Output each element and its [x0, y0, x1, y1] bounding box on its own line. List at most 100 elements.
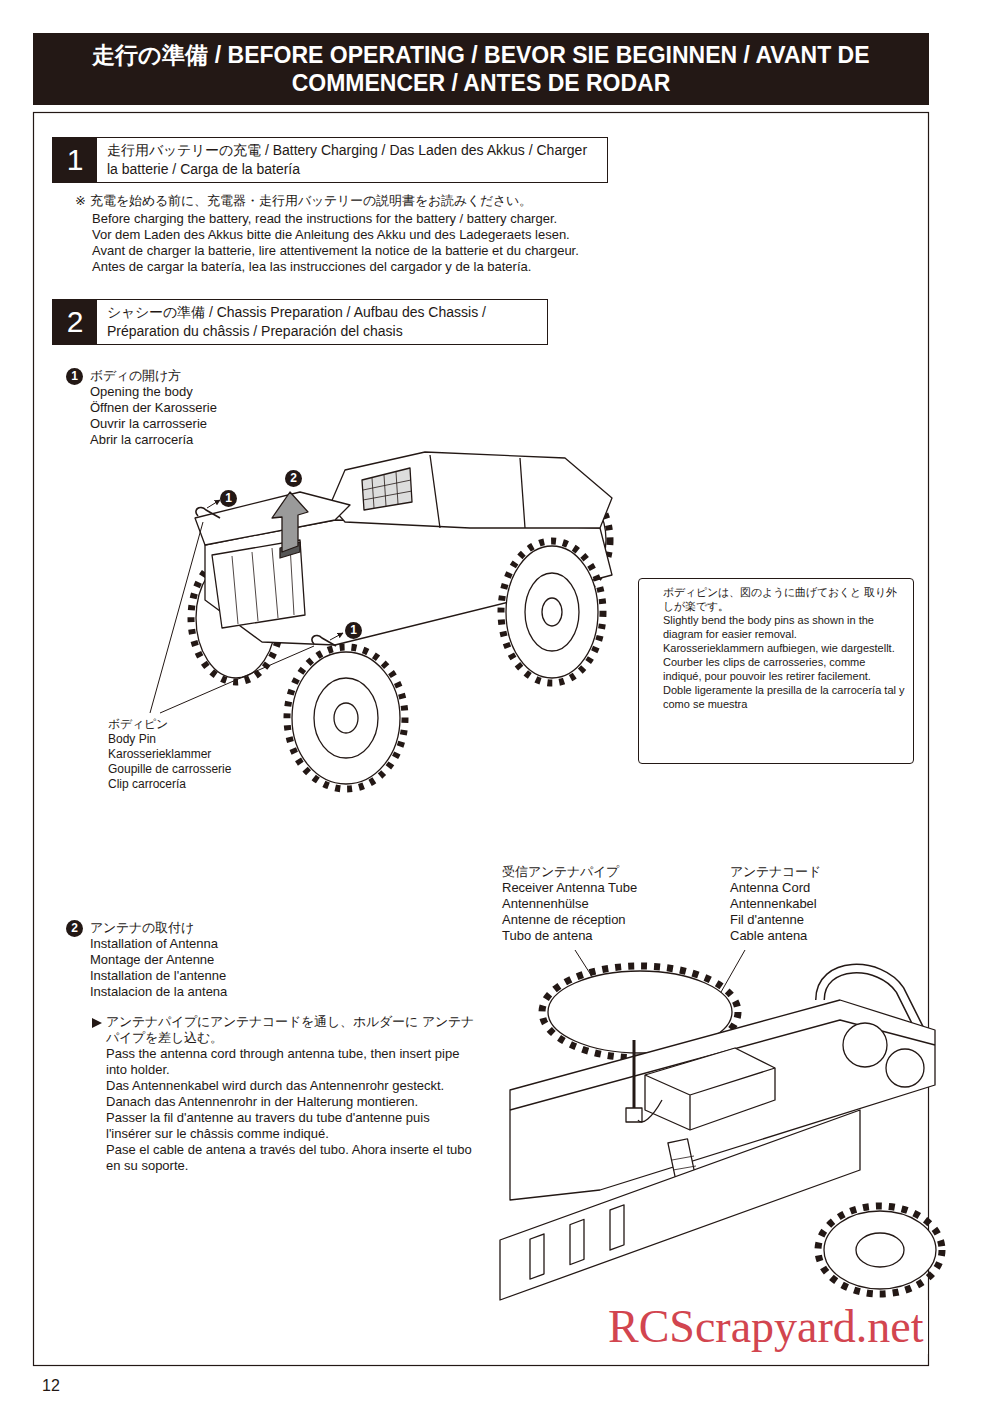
- sub-heading: Abrir la carrocería: [90, 432, 193, 448]
- sub-heading: Installation of Antenna: [90, 936, 218, 952]
- page-title: 走行の準備 / BEFORE OPERATING / BEVOR SIE BEG…: [33, 33, 929, 105]
- truck-drawing: [506, 546, 598, 678]
- chassis-drawing: [638, 1100, 662, 1122]
- note-text: ボディピンは、図のように曲げておくと 取り外しが楽です。: [663, 585, 905, 613]
- callout-number: 1: [220, 490, 237, 507]
- note-text: Courber les clips de carrosseries, comme…: [663, 655, 905, 683]
- leader-lines: [664, 950, 745, 1092]
- truck-drawing: [501, 541, 603, 683]
- page-frame: [34, 113, 929, 1366]
- truck-drawing: [314, 678, 378, 758]
- note-text: Karosserieklammern aufbiegen, wie darges…: [663, 641, 905, 655]
- chassis-drawing: [645, 1048, 775, 1130]
- chassis-drawing: [843, 1023, 887, 1067]
- watermark: RCScrapyard.net: [604, 1300, 928, 1354]
- note-text: Avant de charger la batterie, lire atten…: [92, 243, 579, 259]
- chassis-drawing: [510, 1000, 935, 1200]
- truck-drawing: [525, 573, 579, 651]
- instruction-arrow: [92, 1018, 102, 1028]
- truck-drawing: [191, 452, 612, 789]
- truck-drawing: [195, 492, 350, 545]
- leader-lines: [330, 633, 343, 640]
- truck-drawing: [280, 542, 300, 558]
- chassis-drawing: [824, 1211, 936, 1289]
- sub-heading: ボディの開け方: [90, 368, 181, 384]
- instruction-text: Passer la fil d'antenne au travers du tu…: [106, 1110, 476, 1142]
- chassis-drawing: [548, 971, 732, 1053]
- truck-drawing: [272, 492, 308, 552]
- part-label: ボディピン: [108, 717, 168, 732]
- instruction-text: アンテナパイプにアンテナコードを通し、ホルダーに アンテナパイプを差し込む。: [106, 1014, 476, 1046]
- chassis-drawing: [886, 1049, 924, 1087]
- leader-lines: [150, 522, 203, 713]
- truck-drawing: [526, 488, 606, 592]
- note-text: Before charging the battery, read the in…: [92, 211, 557, 227]
- step-box: 1走行用バッテリーの充電 / Battery Charging / Das La…: [52, 137, 608, 183]
- instruction-arrow: [92, 1018, 102, 1028]
- chassis-drawing: [530, 1234, 544, 1279]
- part-label: Antenna Cord: [730, 880, 810, 896]
- sub-heading: Instalacion de la antena: [90, 984, 227, 1000]
- truck-drawing: [522, 484, 610, 596]
- note-text: ※ 充電を始める前に、充電器・走行用バッテリーの説明書をお読みください。: [75, 193, 532, 209]
- part-label: Fil d'antenne: [730, 912, 804, 928]
- callout-number: 1: [66, 368, 83, 385]
- page-number: 12: [42, 1378, 60, 1394]
- sub-heading: Öffnen der Karosserie: [90, 400, 217, 416]
- step-number: 2: [53, 300, 97, 344]
- chassis-drawing: [633, 1040, 636, 1118]
- part-label: Body Pin: [108, 732, 156, 747]
- truck-drawing: [205, 520, 612, 645]
- truck-drawing: [196, 558, 276, 678]
- part-label: Tubo de antena: [502, 928, 593, 944]
- chassis-drawing: [610, 1205, 624, 1250]
- part-label: 受信アンテナパイプ: [502, 864, 619, 880]
- truck-drawing: [312, 636, 336, 646]
- leader-lines: [207, 500, 220, 508]
- chassis-drawing: [820, 969, 930, 1050]
- note-box: ボディピンは、図のように曲げておくと 取り外しが楽です。Slightly ben…: [638, 578, 914, 764]
- step-heading: 走行用バッテリーの充電 / Battery Charging / Das Lad…: [97, 138, 607, 182]
- truck-drawing: [292, 652, 400, 784]
- truck-drawing: [232, 545, 294, 624]
- truck-drawing: [191, 554, 281, 682]
- part-label: Antenne de réception: [502, 912, 626, 928]
- chassis-drawing: [672, 1156, 702, 1200]
- sub-heading: Ouvrir la carrosserie: [90, 416, 207, 432]
- step-heading: シャシーの準備 / Chassis Preparation / Aufbau d…: [97, 300, 547, 344]
- truck-drawing: [334, 703, 358, 733]
- chassis-drawing: [542, 966, 738, 1058]
- truck-drawing: [212, 540, 305, 628]
- note-text: Slightly bend the body pins as shown in …: [663, 613, 905, 641]
- sub-heading: アンテナの取付け: [90, 920, 194, 936]
- part-label: Antennenhülse: [502, 896, 589, 912]
- step-box: 2シャシーの準備 / Chassis Preparation / Aufbau …: [52, 299, 548, 345]
- truck-drawing: [196, 508, 220, 518]
- chassis-drawing: [818, 1206, 942, 1294]
- instruction-text: Pass the antenna cord through antenna tu…: [106, 1046, 476, 1078]
- truck-drawing: [363, 472, 412, 508]
- chassis-drawing: [856, 1233, 904, 1267]
- note-text: Vor dem Laden des Akkus bitte die Anleit…: [92, 227, 570, 243]
- truck-drawing: [330, 452, 612, 528]
- instruction-text: Das Antennenkabel wird durch das Antenne…: [106, 1078, 476, 1110]
- callout-number: 2: [66, 920, 83, 937]
- truck-drawing: [430, 455, 525, 528]
- sub-heading: Installation de l'antenne: [90, 968, 226, 984]
- sub-heading: Montage der Antenne: [90, 952, 214, 968]
- part-label: Goupille de carrosserie: [108, 762, 231, 777]
- callout-number: 1: [345, 622, 362, 639]
- chassis-drawing: [570, 1219, 584, 1264]
- chassis-drawing: [510, 1020, 935, 1110]
- callout-number: 2: [285, 470, 302, 487]
- sub-heading: Opening the body: [90, 384, 193, 400]
- part-label: アンテナコード: [730, 864, 821, 880]
- instruction-text: Pase el cable de antena a través del tub…: [106, 1142, 476, 1174]
- leader-lines: [160, 646, 314, 713]
- chassis-drawing: [820, 969, 930, 1050]
- chassis-drawing: [645, 1068, 775, 1130]
- leader-lines: [575, 950, 630, 1036]
- note-text: Antes de cargar la batería, lea las inst…: [92, 259, 531, 275]
- step-number: 1: [53, 138, 97, 182]
